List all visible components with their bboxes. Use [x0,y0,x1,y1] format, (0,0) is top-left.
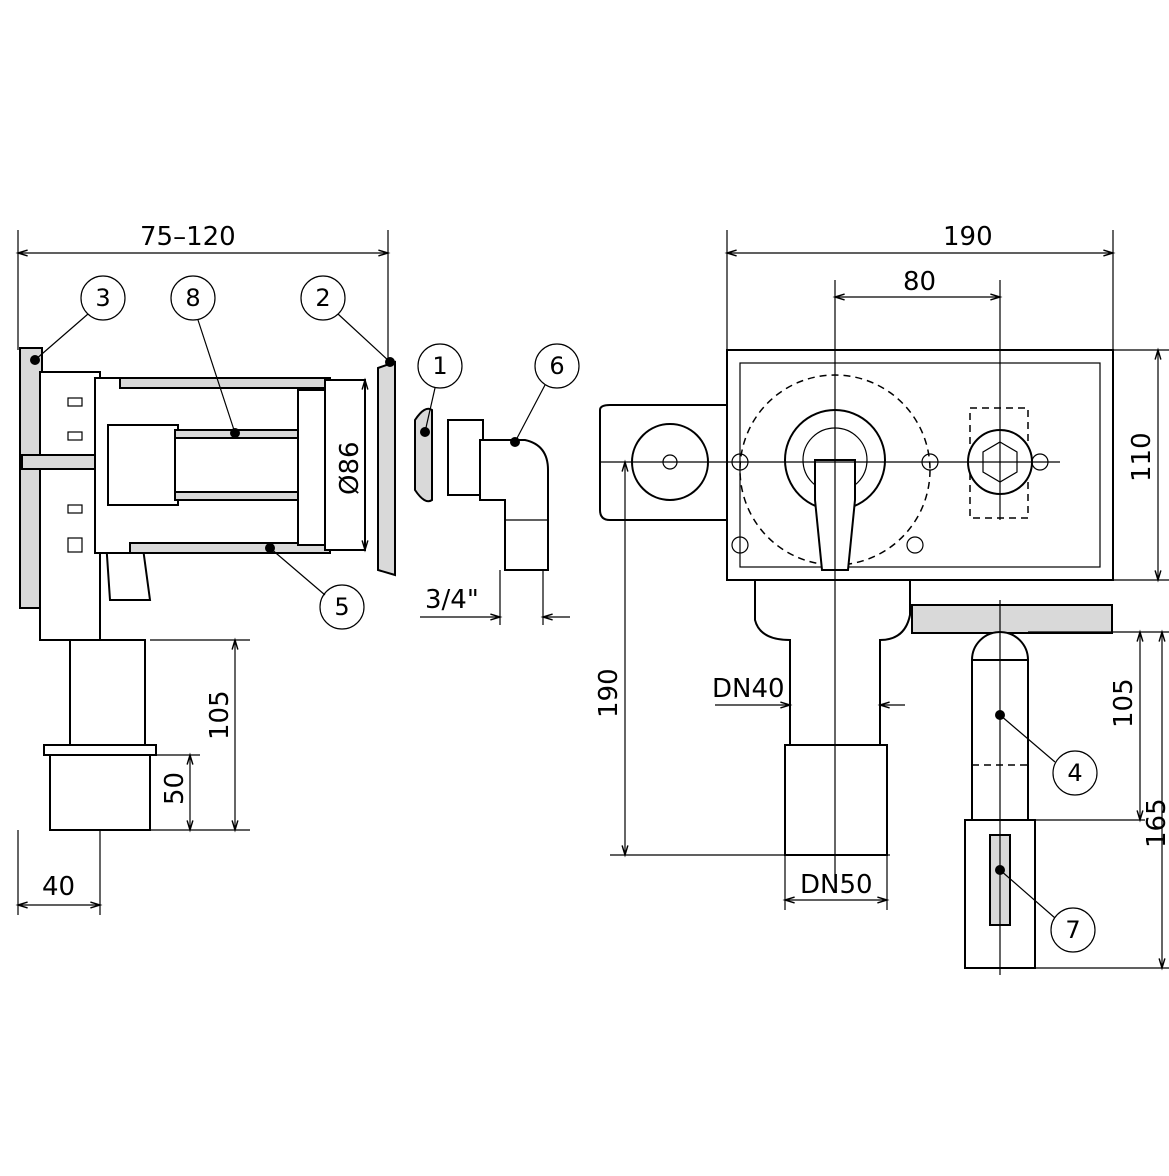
floor-section [911,604,1113,634]
dim-diameter: Ø86 [335,441,365,495]
dim-detail-105: 105 [1109,678,1139,728]
dimension-labels: 75–120 Ø86 3/4" 105 50 40 190 80 110 190… [42,222,1169,902]
detail-view [911,600,1113,975]
cover-plate-2 [377,360,396,577]
svg-text:3: 3 [95,284,110,312]
callout-3 [80,275,126,321]
dim-thread: 3/4" [425,585,479,615]
dim-dn50: DN50 [800,870,873,900]
svg-text:6: 6 [549,352,564,380]
rosette-1 [414,407,433,503]
dim-height-110: 110 [1127,432,1157,482]
callout-6 [534,343,580,389]
dim-spacing-80: 80 [903,267,936,297]
wall-flange [19,347,43,609]
callout-1 [417,343,463,389]
dim-height-190: 190 [594,668,624,718]
screw [21,454,103,470]
dim-dn40: DN40 [712,674,785,704]
svg-text:5: 5 [334,593,349,621]
inner-pipe-8 [174,429,306,501]
callout-5 [319,584,365,630]
dim-height-105-left: 105 [205,690,235,740]
callout-8 [170,275,216,321]
callout-2 [300,275,346,321]
dimension-lines [18,230,1169,968]
front-view [599,280,1114,880]
hose-elbow-6 [479,439,549,571]
svg-text:7: 7 [1065,916,1080,944]
callout-7 [1050,907,1096,953]
callouts: 3 8 2 1 6 5 4 7 [30,275,1098,953]
svg-text:2: 2 [315,284,330,312]
svg-text:4: 4 [1067,759,1082,787]
dim-width-right: 190 [943,222,993,252]
trap-body [39,371,101,641]
dim-offset-40: 40 [42,872,75,902]
drain-socket [49,754,151,831]
dim-detail-165: 165 [1142,798,1169,848]
dn50-socket [784,744,888,856]
dim-height-50: 50 [160,772,190,805]
callout-4 [1052,750,1098,796]
svg-text:8: 8 [185,284,200,312]
svg-text:1: 1 [432,352,447,380]
dim-width-left: 75–120 [140,222,236,252]
